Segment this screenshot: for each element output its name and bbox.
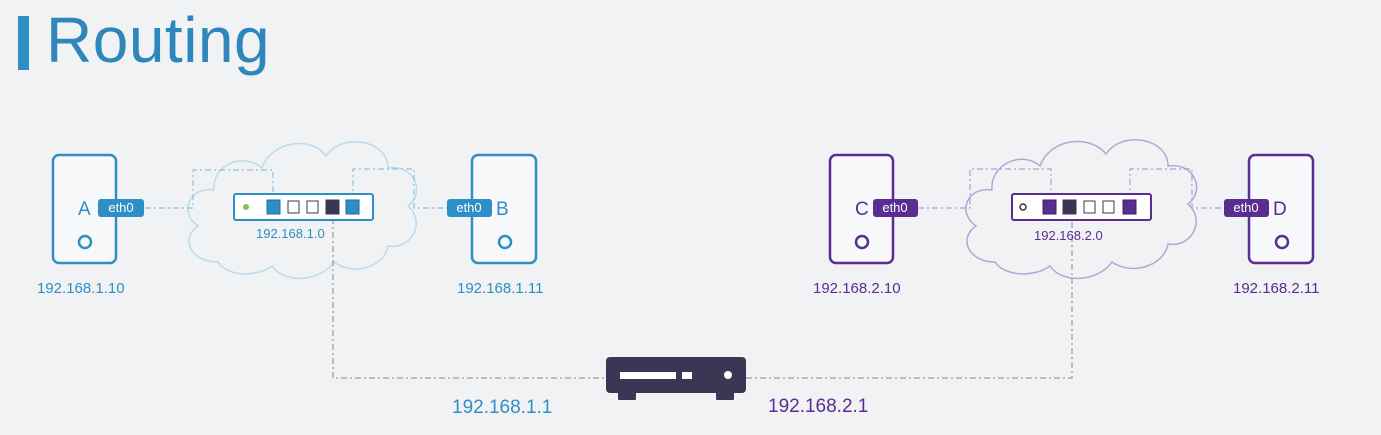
host-label: D — [1273, 199, 1287, 220]
router-link-right — [746, 218, 1073, 379]
router-link-left — [332, 218, 606, 379]
interface-label: eth0 — [1233, 200, 1258, 215]
router-ip-right: 192.168.2.1 — [768, 396, 868, 417]
interface-label: eth0 — [456, 200, 481, 215]
host-d: eth0 D — [1224, 153, 1315, 265]
port-icon — [1042, 199, 1057, 215]
port-icon — [306, 200, 319, 214]
port-icon — [1062, 199, 1077, 215]
interface-label: eth0 — [108, 200, 133, 215]
interface-label: eth0 — [882, 200, 907, 215]
interface-badge — [447, 199, 492, 217]
port-icon — [1102, 200, 1115, 214]
host-ip: 192.168.2.10 — [813, 280, 901, 297]
interface-badge — [98, 199, 144, 217]
host-ip: 192.168.1.10 — [37, 280, 125, 297]
host-c: C eth0 — [828, 153, 918, 265]
title-accent-bar — [18, 16, 29, 70]
network-cloud-right — [965, 139, 1198, 279]
host-b: eth0 B — [447, 153, 538, 265]
switch-left — [233, 193, 374, 221]
status-led-icon — [243, 204, 249, 210]
status-led-icon — [1019, 203, 1027, 211]
interface-badge — [873, 199, 918, 217]
port-icon — [1083, 200, 1096, 214]
host-label: A — [78, 199, 91, 220]
network-address-right: 192.168.2.0 — [1034, 228, 1103, 243]
port-icon — [345, 199, 360, 215]
host-label: B — [496, 199, 509, 220]
host-ip: 192.168.2.11 — [1233, 280, 1319, 297]
host-label: C — [855, 199, 869, 220]
port-icon — [266, 199, 281, 215]
interface-badge — [1224, 199, 1269, 217]
switch-right — [1011, 193, 1152, 221]
router-icon — [606, 357, 746, 400]
page-header: Routing — [18, 4, 270, 76]
router-ip-left: 192.168.1.1 — [452, 397, 552, 418]
network-cloud-left — [187, 141, 418, 279]
host-ip: 192.168.1.11 — [457, 280, 543, 297]
port-icon — [325, 199, 340, 215]
left-network-links — [145, 168, 448, 209]
port-icon — [1122, 199, 1137, 215]
right-network-links — [918, 168, 1224, 209]
page-title: Routing — [46, 4, 271, 76]
host-a: A eth0 — [51, 153, 144, 265]
network-address-left: 192.168.1.0 — [256, 226, 325, 241]
port-icon — [287, 200, 300, 214]
